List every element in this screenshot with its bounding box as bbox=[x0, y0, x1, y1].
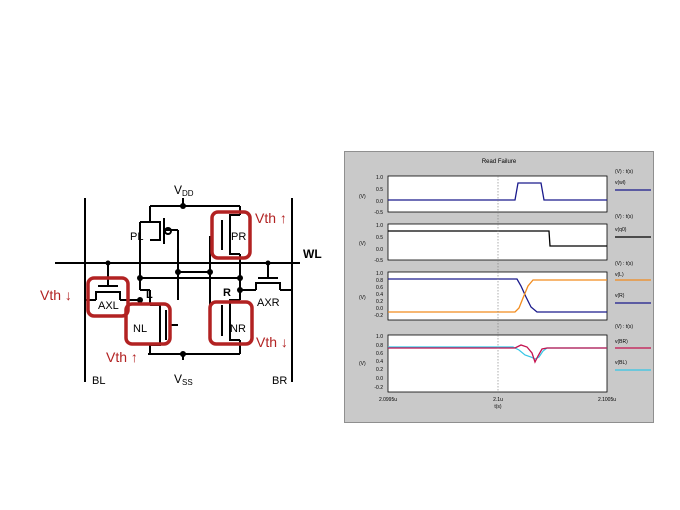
waveform-window: Read Failure (V) 1.0 0.5 0.0 -0.5 (V) : … bbox=[344, 151, 654, 423]
transistor-pr bbox=[221, 214, 240, 255]
trace-v-br bbox=[388, 344, 607, 364]
svg-text:-0.2: -0.2 bbox=[374, 313, 383, 319]
svg-text:0.5: 0.5 bbox=[376, 235, 383, 241]
transistor-pl bbox=[150, 218, 172, 244]
legend-v-r: v(R) bbox=[615, 293, 625, 299]
svg-text:(V) : t(s): (V) : t(s) bbox=[615, 214, 633, 220]
svg-text:-0.5: -0.5 bbox=[374, 258, 383, 264]
svg-text:1.0: 1.0 bbox=[376, 223, 383, 229]
svg-text:0.8: 0.8 bbox=[376, 278, 383, 284]
svg-text:(V) : t(s): (V) : t(s) bbox=[615, 324, 633, 330]
svg-text:0.0: 0.0 bbox=[376, 376, 383, 382]
vth-nl-label: Vth ↑ bbox=[106, 349, 138, 365]
svg-text:0.2: 0.2 bbox=[376, 299, 383, 305]
legend-v-br: v(BR) bbox=[615, 339, 628, 345]
label-pl: PL bbox=[130, 231, 143, 243]
plot-panel-br-bl: (V) 1.0 0.8 0.6 0.4 0.2 0.0 -0.2 (V) : t… bbox=[359, 324, 651, 393]
trace-v-l bbox=[388, 279, 607, 313]
x-tick-0: 2.0995u bbox=[379, 397, 397, 403]
label-nr: NR bbox=[230, 323, 246, 335]
svg-text:(V) : t(s): (V) : t(s) bbox=[615, 169, 633, 175]
highlight-pr bbox=[210, 210, 252, 260]
highlight-axl bbox=[86, 276, 130, 318]
legend-v-q0: v(q0) bbox=[615, 227, 627, 233]
trace-v-r bbox=[388, 278, 607, 313]
highlight-nr bbox=[208, 300, 254, 346]
transistor-axr bbox=[255, 277, 281, 290]
legend-v-bl: v(BL) bbox=[615, 360, 627, 366]
svg-text:(V): (V) bbox=[359, 194, 366, 200]
svg-text:0.0: 0.0 bbox=[376, 199, 383, 205]
svg-text:(V) : t(s): (V) : t(s) bbox=[615, 261, 633, 267]
svg-text:0.6: 0.6 bbox=[376, 351, 383, 357]
svg-text:0.5: 0.5 bbox=[376, 187, 383, 193]
svg-text:0.6: 0.6 bbox=[376, 285, 383, 291]
node-left-label: L bbox=[146, 289, 153, 301]
svg-text:(V): (V) bbox=[359, 241, 366, 247]
vdd-label: VDD bbox=[174, 183, 194, 198]
transistor-axl bbox=[95, 285, 121, 300]
x-axis-label: t(s) bbox=[494, 404, 502, 410]
plot-panel-wl: (V) 1.0 0.5 0.0 -0.5 (V) : t(s) v(wl) bbox=[359, 169, 651, 216]
svg-text:0.0: 0.0 bbox=[376, 247, 383, 253]
svg-text:0.0: 0.0 bbox=[376, 306, 383, 312]
highlight-nl bbox=[124, 302, 172, 346]
node-right-label: R bbox=[223, 287, 231, 299]
waveform-plot: Read Failure (V) 1.0 0.5 0.0 -0.5 (V) : … bbox=[359, 159, 651, 410]
svg-text:0.4: 0.4 bbox=[376, 292, 383, 298]
svg-text:(V): (V) bbox=[359, 361, 366, 367]
label-axr: AXR bbox=[257, 297, 280, 309]
vth-axl-label: Vth ↓ bbox=[40, 287, 72, 303]
svg-text:1.0: 1.0 bbox=[376, 334, 383, 340]
highlight-boxes bbox=[86, 210, 254, 346]
svg-text:0.4: 0.4 bbox=[376, 359, 383, 365]
vss-label: VSS bbox=[174, 372, 193, 387]
legend-v-wl: v(wl) bbox=[615, 180, 626, 186]
svg-text:-0.5: -0.5 bbox=[374, 210, 383, 216]
label-nl: NL bbox=[133, 323, 147, 335]
bitline-left-label: BL bbox=[92, 375, 105, 387]
waveform-title: Read Failure bbox=[482, 159, 517, 165]
trace-v-q0 bbox=[388, 230, 607, 247]
label-pr: PR bbox=[231, 231, 246, 243]
svg-text:(V): (V) bbox=[359, 295, 366, 301]
plot-panel-q0: (V) 1.0 0.5 0.0 -0.5 (V) : t(s) v(q0) bbox=[359, 214, 651, 264]
svg-text:1.0: 1.0 bbox=[376, 175, 383, 181]
junction-dots bbox=[105, 203, 271, 357]
plot-panel-l-r: (V) 1.0 0.8 0.6 0.4 0.2 0.0 -0.2 (V) : t… bbox=[359, 261, 651, 321]
svg-text:0.2: 0.2 bbox=[376, 367, 383, 373]
vth-nr-label: Vth ↓ bbox=[256, 334, 288, 350]
bitline-right-label: BR bbox=[272, 375, 287, 387]
svg-text:1.0: 1.0 bbox=[376, 271, 383, 277]
vth-pr-label: Vth ↑ bbox=[255, 210, 287, 226]
x-tick-1: 2.1u bbox=[493, 397, 503, 403]
label-axl: AXL bbox=[98, 300, 119, 312]
svg-text:0.8: 0.8 bbox=[376, 343, 383, 349]
transistor-nl bbox=[149, 304, 167, 354]
trace-v-wl bbox=[388, 182, 607, 201]
wordline-label: WL bbox=[303, 247, 322, 261]
svg-text:-0.2: -0.2 bbox=[374, 385, 383, 391]
x-tick-2: 2.1005u bbox=[598, 397, 616, 403]
transistor-nr bbox=[221, 299, 240, 341]
legend-v-l: v(L) bbox=[615, 272, 624, 278]
sram-cell-schematic: VDD VSS WL BL BR L R PL PR AXL AXR NL NR… bbox=[40, 183, 322, 387]
